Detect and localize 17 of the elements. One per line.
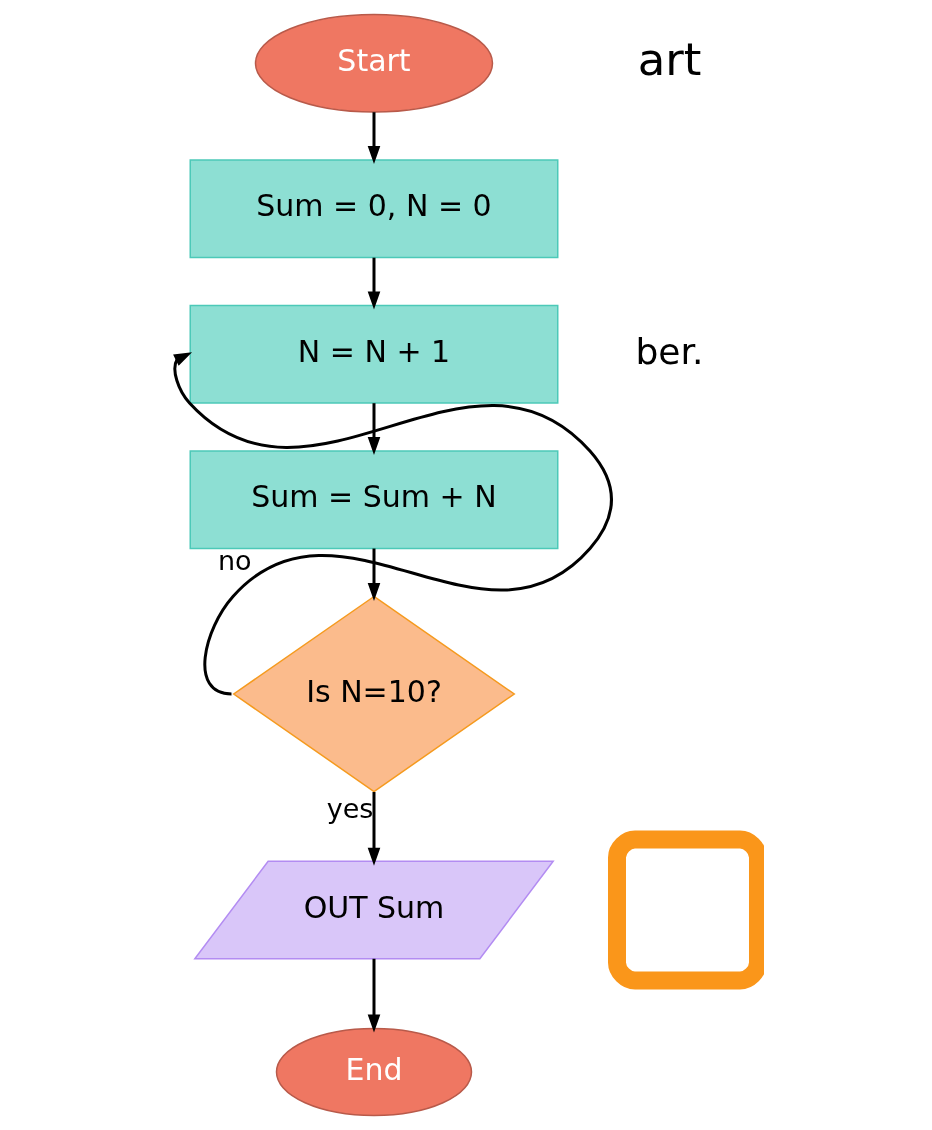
edge-label: yes bbox=[326, 792, 374, 824]
node-box: N = N + 1 bbox=[189, 304, 559, 404]
label: art bbox=[637, 32, 702, 86]
arrow bbox=[367, 257, 381, 310]
arrow bbox=[367, 112, 381, 165]
arrow bbox=[367, 958, 381, 1033]
node-ellipse: End bbox=[275, 1027, 473, 1117]
node-box bbox=[608, 830, 764, 990]
arrow bbox=[367, 403, 381, 456]
arrow bbox=[367, 792, 381, 866]
node-box: Sum = 0, N = 0 bbox=[189, 159, 559, 259]
node-diamond: Is N=10? bbox=[232, 595, 516, 793]
label: ber. bbox=[635, 330, 704, 372]
arrow bbox=[173, 352, 613, 696]
node-ellipse: Start bbox=[254, 13, 494, 113]
arrow bbox=[367, 548, 381, 601]
node-box: Sum = Sum + N bbox=[189, 450, 559, 550]
